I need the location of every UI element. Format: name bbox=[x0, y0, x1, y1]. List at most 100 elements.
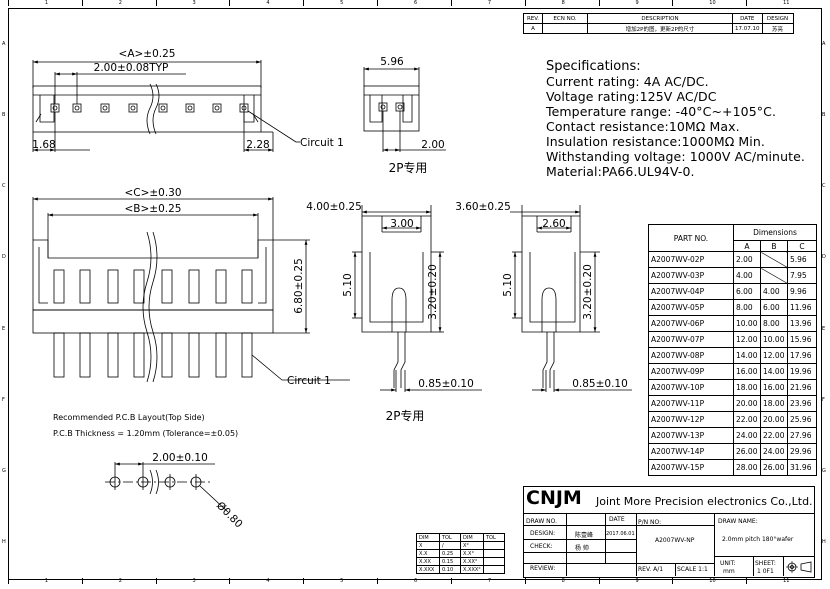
circuit-1-front-label: Circuit 1 bbox=[287, 375, 331, 387]
part-number-cell: A2007WV-09P bbox=[648, 363, 734, 380]
dimension-cell: 5.96 bbox=[787, 251, 817, 268]
dimension-cell: 14.00 bbox=[760, 363, 788, 380]
col-b-header: B bbox=[760, 240, 788, 252]
zone-col-label: 11 bbox=[783, 0, 790, 6]
dimension-cell bbox=[760, 251, 788, 268]
side-pin-height-label: 3.20±0.20 bbox=[427, 264, 439, 320]
tolerance-cell: X.XX bbox=[416, 557, 440, 566]
zone-row-label: E bbox=[822, 325, 826, 332]
2p-pitch-label: 2.00 bbox=[421, 139, 444, 151]
zone-row-label: H bbox=[2, 539, 6, 546]
top-view bbox=[32, 60, 300, 152]
dimension-cell: 8.00 bbox=[733, 299, 761, 316]
zone-row-label: B bbox=[822, 111, 826, 118]
zone-col-label: 9 bbox=[635, 0, 639, 6]
part-number-cell: A2007WV-14P bbox=[648, 443, 734, 460]
dimensions-header: Dimensions bbox=[733, 224, 817, 241]
design-label: DESIGN: bbox=[530, 530, 556, 537]
dimension-cell: 16.00 bbox=[760, 379, 788, 396]
part-number-cell: A2007WV-05P bbox=[648, 299, 734, 316]
dimension-cell: 28.00 bbox=[733, 459, 761, 476]
table-row: X/X° bbox=[416, 541, 505, 550]
dimension-cell: 15.96 bbox=[787, 331, 817, 348]
side-height-label: 5.10 bbox=[342, 273, 354, 296]
side-2p-height-label: 5.10 bbox=[502, 273, 514, 296]
tolerance-cell: X.XXX° bbox=[460, 565, 484, 574]
col-c-header: C bbox=[787, 240, 817, 252]
zone-row-label: G bbox=[2, 468, 6, 475]
tolerance-cell: 0.15 bbox=[439, 557, 461, 566]
review-label: REVIEW: bbox=[530, 565, 556, 572]
circuit-1-top-label: Circuit 1 bbox=[300, 137, 344, 149]
pcb-hole-label: Ø0.80 bbox=[214, 500, 245, 531]
zone-col-label: 11 bbox=[783, 578, 790, 584]
tolerance-cell bbox=[483, 541, 505, 550]
zone-row-label: A bbox=[822, 40, 826, 47]
dimension-cell: 13.96 bbox=[787, 315, 817, 332]
spec-contact-resistance: Contact resistance:10MΩ Max. bbox=[546, 119, 740, 134]
tolerance-cell bbox=[483, 549, 505, 558]
dimension-cell: 22.00 bbox=[760, 427, 788, 444]
check-name: 杨 帅 bbox=[575, 545, 589, 552]
2p-caption-bottom: 2P专用 bbox=[386, 408, 425, 423]
dimension-cell: 10.00 bbox=[733, 315, 761, 332]
col-a-header: A bbox=[733, 240, 761, 252]
dimension-cell: 20.00 bbox=[733, 395, 761, 412]
part-number-cell: A2007WV-03P bbox=[648, 267, 734, 284]
side-2p-pin-width-label: 0.85±0.10 bbox=[572, 378, 628, 390]
zone-col-label: 8 bbox=[561, 0, 565, 6]
zone-col-label: 1 bbox=[44, 0, 49, 6]
pn-value: A2007WV-NP bbox=[655, 537, 695, 544]
zone-row-label: A bbox=[2, 40, 6, 47]
dimension-cell: 4.00 bbox=[733, 267, 761, 284]
dim-c-label: <C>±0.30 bbox=[124, 187, 181, 199]
zone-row-label: F bbox=[822, 396, 825, 403]
dimension-cell bbox=[760, 267, 788, 284]
spec-insulation: Insulation resistance:1000MΩ Min. bbox=[546, 134, 765, 149]
tolerance-cell: 0.25 bbox=[439, 549, 461, 558]
dimension-cell: 2.00 bbox=[733, 251, 761, 268]
drawing-frame bbox=[8, 8, 822, 580]
part-number-cell: A2007WV-10P bbox=[648, 379, 734, 396]
dimension-cell: 18.00 bbox=[733, 379, 761, 396]
draw-name-label: DRAW NAME: bbox=[718, 518, 758, 525]
pcb-title: Recommended P.C.B Layout(Top Side) bbox=[53, 413, 205, 422]
date-label: DATE bbox=[609, 516, 625, 523]
spec-material: Material:PA66.UL94V-0. bbox=[546, 164, 695, 179]
part-number-cell: A2007WV-11P bbox=[648, 395, 734, 412]
side-pin-width-label: 0.85±0.10 bbox=[418, 378, 474, 390]
part-no-header: PART NO. bbox=[648, 224, 734, 252]
dimension-cell: 26.00 bbox=[760, 459, 788, 476]
zone-row-label: E bbox=[2, 325, 6, 332]
specifications-title: Specifications: bbox=[546, 59, 641, 74]
side-view bbox=[352, 205, 482, 392]
revision-table: REV. ECN NO. DESCRIPTION DATE DESIGN A 增… bbox=[523, 13, 794, 34]
zone-col-label: 6 bbox=[414, 578, 418, 584]
dimension-cell: 8.00 bbox=[760, 315, 788, 332]
part-number-cell: A2007WV-07P bbox=[648, 331, 734, 348]
dimension-cell: 12.00 bbox=[733, 331, 761, 348]
dimension-cell: 18.00 bbox=[760, 395, 788, 412]
dimension-cell: 24.00 bbox=[733, 427, 761, 444]
zone-col-label: 7 bbox=[487, 0, 491, 6]
side-2p-view bbox=[510, 205, 632, 392]
dimension-cell: 26.00 bbox=[733, 443, 761, 460]
2p-caption-top: 2P专用 bbox=[389, 160, 428, 175]
tolerance-cell bbox=[483, 565, 505, 574]
front-view bbox=[32, 197, 350, 383]
sheet-label: SHEET: bbox=[755, 560, 776, 567]
dimension-cell: 17.96 bbox=[787, 347, 817, 364]
dimension-cell: 25.96 bbox=[787, 411, 817, 428]
tolerance-cell: TOL bbox=[483, 533, 505, 542]
draw-no-label: DRAW NO. bbox=[526, 518, 558, 525]
zone-col-label: 4 bbox=[266, 0, 270, 6]
